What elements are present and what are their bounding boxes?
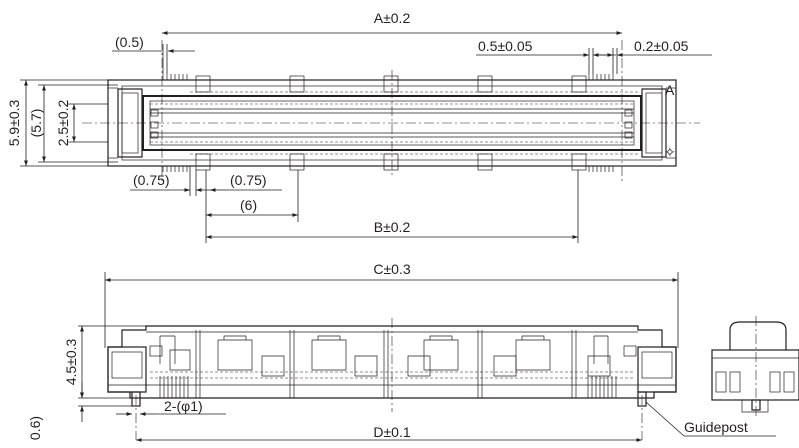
dim-pitch: 0.5±0.05 <box>476 38 616 74</box>
guidepost-left <box>131 391 141 407</box>
hole-note-label: 2-(φ1) <box>164 398 203 414</box>
top-pins-lower <box>162 153 640 172</box>
guidepost-callout: Guidepost <box>645 401 776 437</box>
span-six-label: (6) <box>240 197 257 213</box>
dim-d: D±0.1 <box>136 424 642 442</box>
top-view: A ✧ A±0.2 (0.5) 0.5±0.05 <box>6 10 712 243</box>
dim-half-pitch: (0.5) <box>112 34 195 74</box>
dim-c-label: C±0.3 <box>373 261 410 277</box>
pin-width-label: 0.2±0.05 <box>634 38 689 54</box>
dim-offset-right: (0.75) <box>205 170 282 243</box>
dim-front-height: 4.5±0.3 <box>63 325 146 399</box>
dim-span-six: (6) <box>206 170 299 222</box>
dim-a-label: A±0.2 <box>374 10 411 26</box>
post-height-label: 0.6) <box>27 416 43 440</box>
height-inner-label: (5.7) <box>28 109 44 138</box>
dim-post-height: 0.6) <box>27 382 132 440</box>
marker-a-label: A <box>665 82 675 98</box>
front-height-label: 4.5±0.3 <box>63 338 79 385</box>
dim-b: B±0.2 <box>206 170 579 243</box>
height-center-label: 2.5±0.2 <box>55 99 71 146</box>
dim-a: A±0.2 <box>162 10 622 35</box>
guidepost-right <box>637 391 647 407</box>
side-view <box>711 316 799 416</box>
offset-left-label: (0.75) <box>133 172 170 188</box>
dim-offset-left: (0.75) <box>130 166 212 196</box>
top-pins-upper <box>162 74 640 93</box>
dim-c: C±0.3 <box>104 261 679 348</box>
pitch-label: 0.5±0.05 <box>478 38 533 54</box>
dim-pin-width: 0.2±0.05 <box>596 38 712 74</box>
front-view: C±0.3 <box>27 261 776 442</box>
offset-right-label: (0.75) <box>230 172 267 188</box>
dim-d-label: D±0.1 <box>373 424 410 440</box>
height-outer-label: 5.9±0.3 <box>6 99 22 146</box>
guidepost-label: Guidepost <box>684 419 748 435</box>
dim-height-center: 2.5±0.2 <box>55 99 108 146</box>
front-pins <box>159 376 617 398</box>
pin1-mark: ✧ <box>664 144 676 160</box>
half-pitch-label: (0.5) <box>115 34 144 50</box>
dim-height-outer: 5.9±0.3 <box>6 79 108 167</box>
side-body-outline <box>729 321 787 350</box>
hole-note: 2-(φ1) <box>116 398 226 416</box>
dim-height-inner: (5.7) <box>28 84 118 163</box>
dim-b-label: B±0.2 <box>374 219 411 235</box>
